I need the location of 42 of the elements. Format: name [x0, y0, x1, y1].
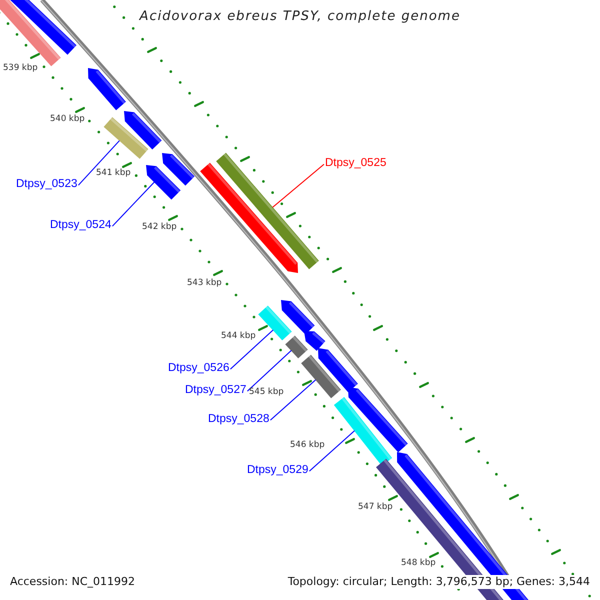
leader-line — [270, 379, 316, 421]
tick-label: 540 kbp — [50, 114, 85, 124]
tick-label: 546 kbp — [290, 440, 325, 450]
gene-feature — [334, 397, 392, 466]
gene-label: Dtpsy_0526 — [168, 362, 230, 375]
gene-feature — [162, 153, 195, 186]
leader-line — [308, 430, 355, 472]
gene-feature — [216, 152, 319, 270]
gene-feature — [10, 0, 76, 55]
gene-feature — [146, 165, 181, 200]
tick-label: 543 kbp — [187, 278, 222, 288]
gene-label: Dtpsy_0529 — [247, 464, 308, 477]
diagram-title: Acidovorax ebreus TPSY, complete genome — [140, 9, 460, 24]
tick-label: 548 kbp — [401, 558, 436, 568]
gene-feature — [348, 387, 408, 452]
leader-line — [78, 140, 120, 186]
gene-label: Dtpsy_0523 — [16, 178, 78, 191]
gene-feature — [88, 68, 126, 110]
genome-info-text: Topology: circular; Length: 3,796,573 bp; Genes: 3,544 — [286, 575, 592, 589]
tick-label: 545 kbp — [249, 387, 284, 397]
gene-feature — [258, 306, 292, 340]
gene-label: Dtpsy_0527 — [185, 384, 246, 397]
gene-feature — [318, 348, 358, 392]
gene-feature — [124, 111, 162, 150]
tick-label: 541 kbp — [96, 168, 131, 178]
leader-line — [246, 350, 292, 392]
gene-feature — [285, 336, 308, 358]
gene-label: Dtpsy_0525 — [325, 157, 386, 170]
tick-label: 542 kbp — [142, 222, 177, 232]
tick-label: 547 kbp — [358, 502, 393, 512]
gene-feature — [301, 354, 341, 398]
leader-line — [272, 164, 324, 208]
leader-line — [230, 330, 274, 370]
leader-line — [112, 182, 155, 227]
gene-feature — [304, 331, 326, 351]
tick-label: 539 kbp — [3, 63, 38, 73]
gene-label: Dtpsy_0524 — [50, 219, 112, 232]
tick-label: 544 kbp — [221, 331, 256, 341]
gene-feature — [281, 300, 315, 334]
gene-feature — [104, 117, 148, 159]
gene-feature — [200, 162, 298, 273]
gene-label: Dtpsy_0528 — [208, 413, 270, 426]
